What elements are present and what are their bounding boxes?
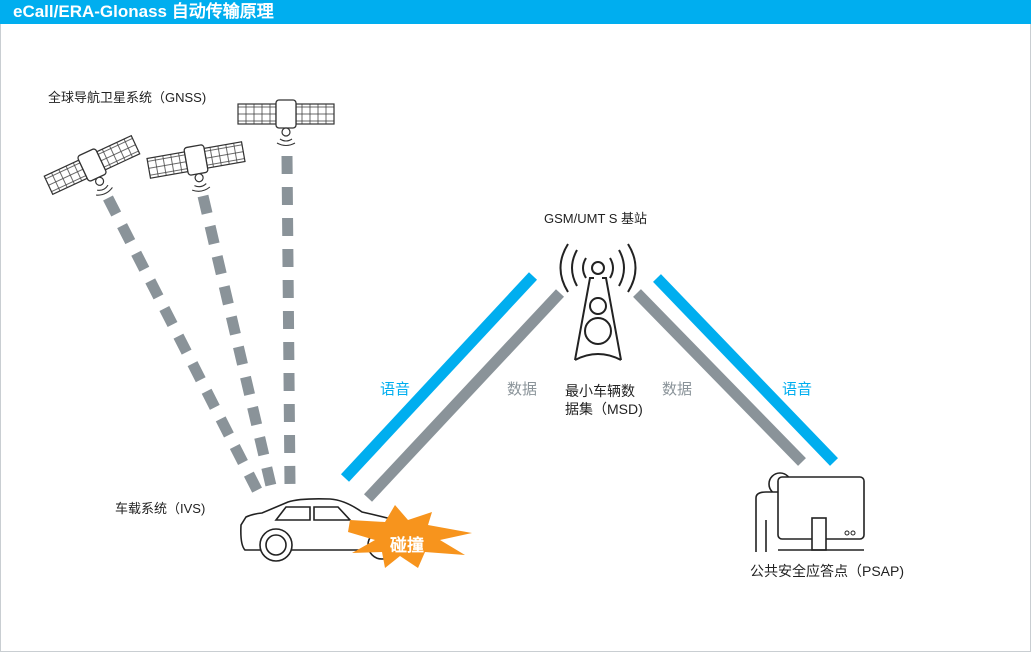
voice-beam-left <box>340 272 538 482</box>
page-title: eCall/ERA-Glonass 自动传输原理 <box>13 2 274 21</box>
satellite-icon <box>145 137 250 201</box>
satellite-icon <box>41 131 150 215</box>
header-bar: eCall/ERA-Glonass 自动传输原理 <box>0 0 1031 24</box>
data-label-right: 数据 <box>662 381 693 398</box>
cell-tower-icon <box>559 243 637 361</box>
gnss-label: 全球导航卫星系统（GNSS) <box>48 90 207 105</box>
voice-beam-right <box>653 274 838 466</box>
gnss-signal-3 <box>281 155 296 487</box>
data-beam-left <box>363 289 565 502</box>
base-station-label: GSM/UMT S 基站 <box>544 211 648 226</box>
satellite-icon <box>237 99 335 147</box>
crash-burst-icon <box>348 505 472 568</box>
voice-label-right: 语音 <box>782 381 813 398</box>
crash-label: 碰撞 <box>390 536 424 555</box>
gnss-signal-2 <box>197 194 278 492</box>
voice-label-left: 语音 <box>380 381 411 398</box>
msd-label-line1: 最小车辆数 <box>565 383 635 399</box>
psap-label: 公共安全应答点（PSAP) <box>750 563 905 579</box>
car-icon <box>240 498 401 562</box>
ivs-label: 车载系统（IVS) <box>115 501 206 516</box>
msd-label-line2: 据集（MSD) <box>565 401 643 417</box>
gnss-signal-1 <box>103 195 263 495</box>
data-beam-right <box>633 289 806 466</box>
gnss-signal-lines <box>103 155 296 495</box>
psap-operator-icon <box>755 472 865 552</box>
data-label-left: 数据 <box>507 381 538 398</box>
